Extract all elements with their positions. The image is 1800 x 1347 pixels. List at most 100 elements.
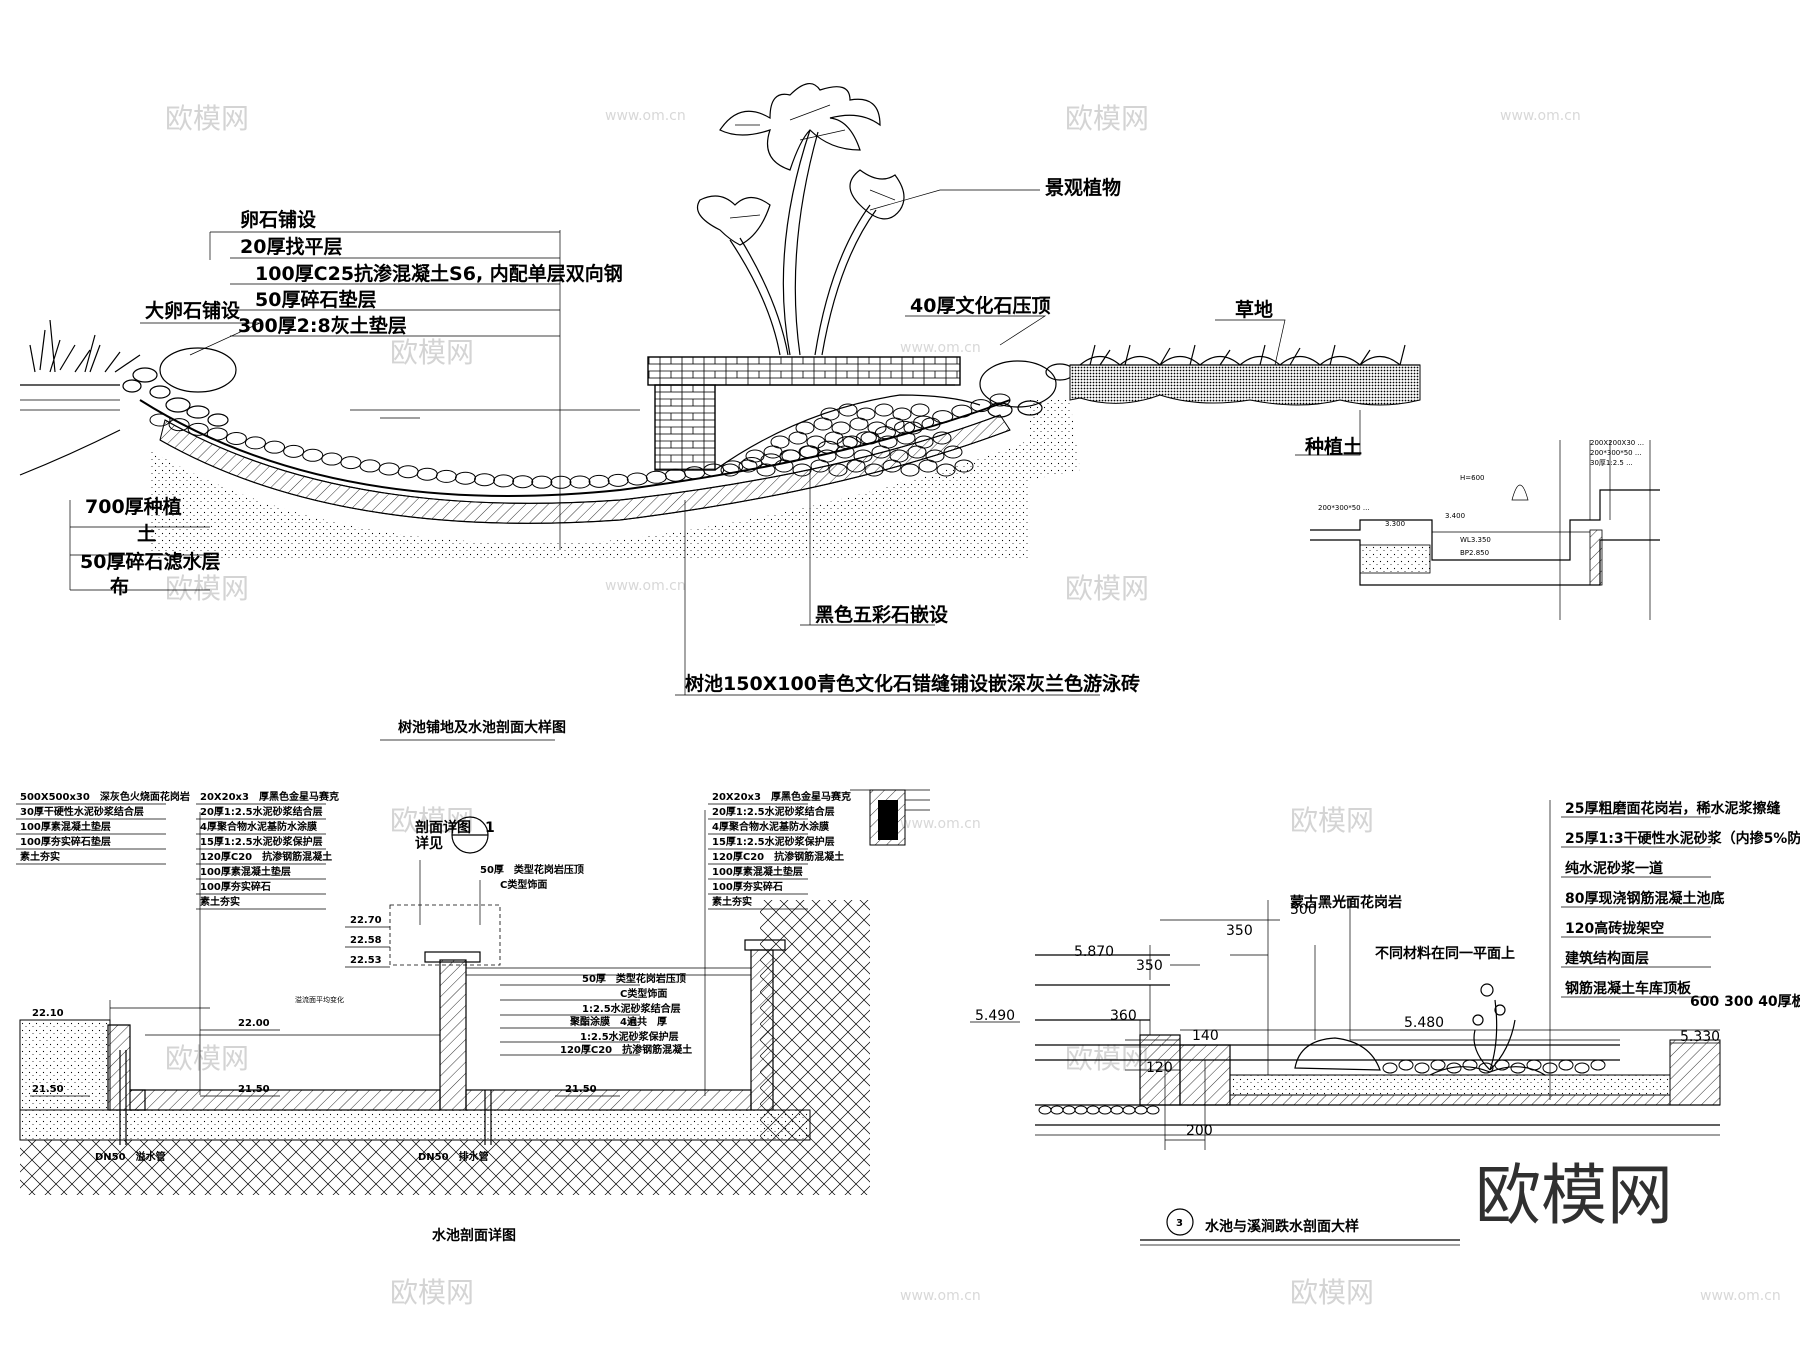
label-stone-cap: 40厚文化石压顶 [910, 294, 1050, 317]
pebble [168, 418, 190, 432]
dimension-label: 200 [1186, 1123, 1213, 1139]
detail-note: 200*300*50 ... [1590, 449, 1642, 457]
layer-label: 素土夯实 [20, 850, 60, 863]
pebble [1086, 1105, 1100, 1115]
pebble [435, 469, 457, 483]
label-planting-soil-700-cont: 土 [137, 523, 156, 545]
pebble [664, 468, 686, 482]
cascade-section-drawing [970, 800, 1721, 1246]
pebble [903, 421, 923, 435]
layer-label: 20X20x3 厚黑色金星马赛克 [200, 790, 339, 803]
cap-label: 50厚 类型花岗岩压顶 [480, 863, 584, 876]
dimension-label: 350 [1226, 923, 1253, 939]
tree-pool-cap [647, 356, 961, 386]
pebble [853, 449, 873, 463]
pebble [856, 407, 876, 421]
pool-section-labels: 500X500x30 深灰色火烧面花岗岩30厚干硬性水泥砂浆结合层100厚素混凝… [16, 790, 851, 1244]
wall-label: 120厚C20 抗渗钢筋混凝土 [560, 1043, 692, 1056]
dimension-label: 120 [1146, 1060, 1173, 1076]
label-big-pebble: 大卵石铺设 [145, 299, 240, 322]
pebble [1038, 1105, 1052, 1115]
detail-elev: WL3.350 [1460, 536, 1491, 544]
pebble [820, 407, 840, 421]
pebble [1462, 1059, 1478, 1071]
label-granite: 蒙古黑光面花岗岩 [1290, 894, 1402, 911]
pool-section-title: 水池剖面详图 [432, 1227, 516, 1244]
layer-label: 纯水泥砂浆一道 [1565, 860, 1663, 877]
pebble [817, 440, 839, 454]
label-filter-layer: 50厚碎石滤水层 [80, 550, 220, 573]
detail-elev: 3.300 [1385, 520, 1405, 528]
watermark-logo: 欧模网 [1290, 1276, 1374, 1309]
pebble [1398, 1059, 1414, 1071]
pebble [512, 475, 534, 489]
pebble [720, 463, 740, 477]
pebble [1446, 1062, 1462, 1074]
pebble [745, 449, 765, 463]
watermark-url: www.om.cn [900, 816, 981, 832]
pebble [569, 475, 591, 489]
pebbles-left [122, 347, 237, 427]
pebble [1110, 1105, 1124, 1115]
layer-label: 4厚聚合物水泥基防水涂膜 [712, 820, 829, 833]
label-cloth: 布 [110, 575, 129, 598]
dimension-label: 360 [1110, 1008, 1137, 1024]
right-layer-list: 20X20x3 厚黑色金星马赛克20厚1:2.5水泥砂浆结合层4厚聚合物水泥基防… [708, 790, 851, 910]
layer-label: 15厚1:2.5水泥砂浆保护层 [200, 835, 323, 848]
brand-logo: 欧模网 [1475, 1157, 1673, 1234]
palm-tree-illustration [696, 83, 905, 356]
pebble [283, 444, 305, 458]
pebble [828, 463, 848, 477]
pebble [951, 404, 973, 418]
pebble [878, 435, 898, 449]
layer-label: 素土夯实 [200, 895, 240, 908]
pebble [1146, 1105, 1160, 1115]
cap-label: C类型饰面 [500, 878, 547, 891]
pebble [770, 435, 790, 449]
pebble [925, 449, 945, 463]
elevation-label: 22.53 [350, 955, 382, 966]
label-tree-pool-paving: 树池150X100青色文化石错缝铺设嵌深灰兰色游泳砖 [685, 672, 1140, 695]
pebble [914, 435, 934, 449]
layer-label: 20X20x3 厚黑色金星马赛克 [712, 790, 851, 803]
layer-label: 4厚聚合物水泥基防水涂膜 [200, 820, 317, 833]
pebble [954, 459, 974, 473]
elevation-label: 22.70 [350, 915, 382, 926]
pebble [588, 474, 610, 488]
pebble [321, 452, 343, 466]
pebble [416, 467, 438, 481]
pebble [910, 403, 930, 417]
layer-label: 100厚素混凝土垫层 [20, 820, 111, 833]
pebble [531, 475, 553, 489]
dimension-label: 140 [1192, 1028, 1219, 1044]
wall-label: 1:2.5水泥砂浆保护层 [580, 1030, 679, 1043]
mound-pebbles [720, 403, 974, 477]
pebble [900, 463, 920, 477]
pebble [867, 421, 887, 435]
layer-label: 500X500x30 深灰色火烧面花岗岩 [20, 790, 190, 803]
label-slate-board: 600 300 40厚板岩 [1690, 993, 1800, 1010]
pebble [831, 421, 851, 435]
tree-pool-wall [654, 384, 716, 471]
detail-note: 200X200X30 ... [1590, 439, 1644, 447]
watermark-logo: 欧模网 [165, 1042, 249, 1075]
pebble [1098, 1105, 1112, 1115]
left-layer-list: 500X500x30 深灰色火烧面花岗岩30厚干硬性水泥砂浆结合层100厚素混凝… [16, 790, 190, 865]
elevation-label: 5.490 [975, 1008, 1015, 1024]
pebble [607, 473, 629, 487]
pebble [493, 474, 515, 488]
label-black-stone: 黑色五彩石嵌设 [815, 603, 948, 626]
pebble [932, 431, 952, 445]
layer-label: 100厚素混凝土垫层 [200, 865, 291, 878]
pebble [474, 473, 496, 487]
wall-label: 1:2.5水泥砂浆结合层 [582, 1002, 681, 1015]
label-gravel-layer: 50厚碎石垫层 [255, 288, 376, 311]
elevation-label: 22.00 [238, 1018, 270, 1029]
watermark-logo: 欧模网 [1065, 572, 1149, 605]
pebble [932, 410, 954, 424]
pebble [187, 422, 209, 436]
pebble [626, 472, 648, 486]
pebble [340, 456, 362, 470]
layer-label: 100厚素混凝土垫层 [712, 865, 803, 878]
